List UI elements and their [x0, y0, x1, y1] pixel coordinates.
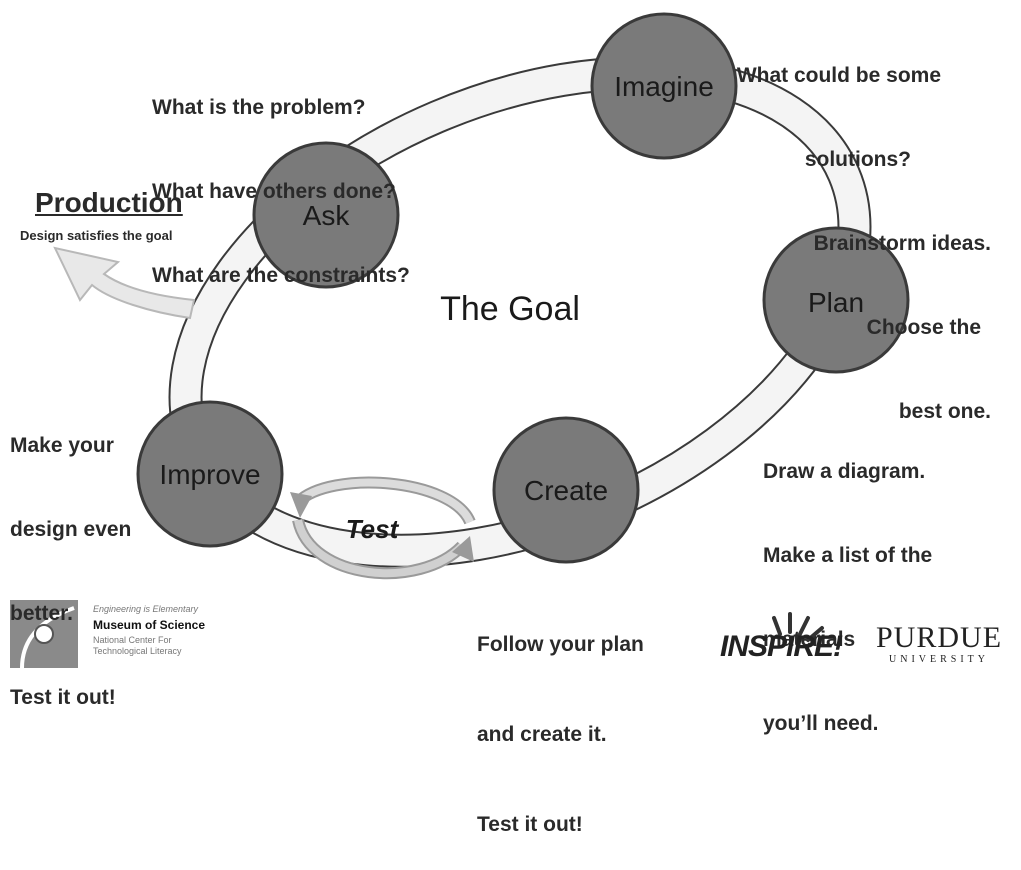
inspire-text: INSPIRE!: [720, 630, 843, 663]
eie-line2: Museum of Science: [93, 618, 206, 632]
inspire-rays-icon: [772, 612, 824, 642]
step-create: Create: [492, 416, 640, 564]
test-loop-arrows: [290, 476, 476, 580]
note-plan-line: Make a list of the: [763, 544, 933, 567]
step-create-label: Create: [524, 475, 608, 506]
test-label: Test: [346, 514, 400, 544]
note-imagine-line: Brainstorm ideas.: [813, 232, 991, 255]
step-improve-label: Improve: [159, 459, 260, 490]
step-imagine-label: Imagine: [614, 71, 714, 102]
note-imagine-line: solutions?: [804, 148, 911, 171]
note-ask-line: What have others done?: [152, 180, 396, 203]
step-imagine: Imagine: [590, 12, 738, 160]
note-create-line: and create it.: [477, 723, 607, 746]
eie-line1: Engineering is Elementary: [93, 604, 199, 614]
purdue-sub-text: UNIVERSITY: [889, 654, 989, 665]
eie-line4: Technological Literacy: [93, 646, 182, 656]
step-improve: Improve: [136, 400, 284, 548]
production-arrow: [53, 246, 196, 320]
step-plan-label: Plan: [808, 287, 864, 318]
eie-line3: National Center For: [93, 635, 172, 645]
purdue-text: PURDUE: [876, 621, 1003, 654]
museum-of-science-logo: [10, 600, 78, 669]
step-ask-label: Ask: [303, 200, 351, 231]
note-imagine-line: Choose the: [866, 316, 981, 339]
note-plan-line: you’ll need.: [763, 712, 879, 735]
purdue-logo: PURDUE UNIVERSITY: [876, 622, 1002, 666]
note-imagine: What could be some solutions? Brainstorm…: [737, 6, 991, 454]
note-improve-line: better.: [10, 602, 74, 625]
note-plan-line: Draw a diagram.: [763, 460, 926, 483]
note-create: Follow your plan and create it. Test it …: [477, 570, 644, 870]
note-improve-line: Test it out!: [10, 686, 116, 709]
note-ask: What is the problem? What have others do…: [152, 38, 410, 318]
note-improve-line: design even: [10, 518, 132, 541]
production-subtitle: Design satisfies the goal: [20, 228, 173, 243]
eie-text: Engineering is Elementary Museum of Scie…: [93, 604, 205, 657]
note-ask-line: What are the constraints?: [152, 264, 410, 287]
inspire-logo: INSPIRE!: [720, 612, 860, 675]
goal-label: The Goal: [440, 290, 580, 328]
note-improve-line: Make your: [10, 434, 114, 457]
production-title: Production: [35, 187, 183, 218]
note-plan: Draw a diagram. Make a list of the mater…: [763, 402, 932, 766]
note-imagine-line: What could be some: [736, 64, 941, 87]
note-imagine-line: best one.: [898, 400, 991, 423]
note-create-line: Test it out!: [477, 813, 583, 836]
note-ask-line: What is the problem?: [152, 96, 366, 119]
note-improve: Make your design even better. Test it ou…: [10, 376, 131, 740]
note-create-line: Follow your plan: [477, 633, 644, 656]
step-plan: Plan: [762, 226, 910, 374]
step-ask: Ask: [252, 141, 400, 289]
